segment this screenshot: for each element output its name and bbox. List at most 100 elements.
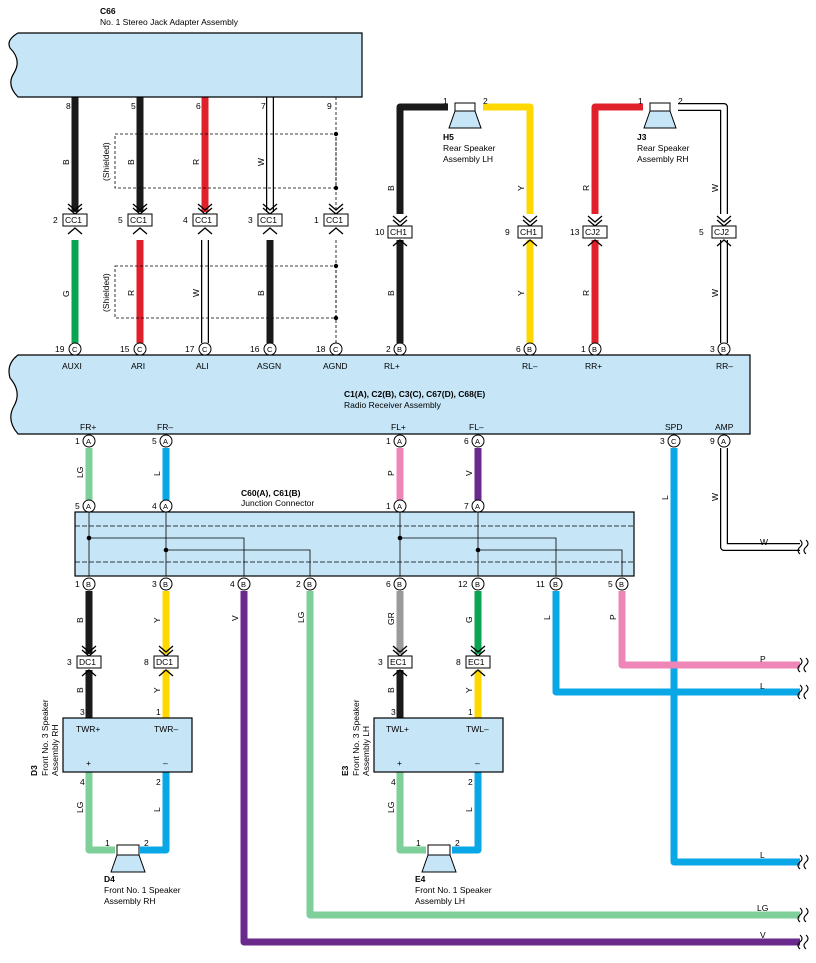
terminal-letter: B <box>86 580 91 589</box>
wire-label-w: W <box>710 493 720 501</box>
connector-label: EC1 <box>390 657 407 667</box>
h5-name1: Rear Speaker <box>443 143 496 153</box>
terminal-pin: 1 <box>75 579 80 589</box>
e3-pin-left: TWL+ <box>386 724 409 734</box>
radio-name: Radio Receiver Assembly <box>344 400 442 410</box>
connector-label: CH1 <box>390 227 407 237</box>
radio-terminal-label: RL– <box>522 361 538 371</box>
d3-minus: – <box>163 758 168 768</box>
junction-pin-top: A4 <box>152 499 173 513</box>
wire-label-p: P <box>608 614 618 620</box>
chevron-icon <box>522 219 538 227</box>
wire-label-w: W <box>191 289 201 297</box>
terminal-letter: B <box>553 580 558 589</box>
c66-code: C66 <box>100 6 116 16</box>
wire-v-out <box>240 591 800 946</box>
terminal-pin: 7 <box>464 501 469 511</box>
d3-pin-right: TWR– <box>154 724 178 734</box>
wire-label-v: V <box>464 470 474 476</box>
junction-pin-bottom: B1 <box>75 577 96 591</box>
chevron-icon <box>716 219 732 227</box>
wire-label-b: B <box>256 290 266 296</box>
e3-plus: + <box>397 758 402 768</box>
connector-pin: 3 <box>378 657 383 667</box>
terminal-letter: A <box>475 437 480 446</box>
c66-pin: 7 <box>261 101 266 111</box>
terminal-letter: B <box>241 580 246 589</box>
wire-ends <box>797 539 809 950</box>
radio-code: C1(A), C2(B), C3(C), C67(D), C68(E) <box>344 389 485 399</box>
e3-code: E3 <box>340 765 350 776</box>
j3-pin-1: 1 <box>638 96 643 106</box>
radio-terminal-label: AGND <box>323 361 348 371</box>
connector-pin: 4 <box>183 215 188 225</box>
e4-code: E4 <box>415 874 426 884</box>
j3-name2: Assembly RH <box>637 154 688 164</box>
junction-pin-top: A5 <box>75 499 96 513</box>
connector-pin: 9 <box>505 227 510 237</box>
connector-pin: 5 <box>699 227 704 237</box>
chevron-icon <box>587 219 603 227</box>
junction-pin-bottom: B3 <box>152 577 173 591</box>
wire-lg-out <box>306 591 800 919</box>
wire-label-p: P <box>386 470 396 476</box>
terminal-pin: 5 <box>608 579 613 589</box>
radio-terminal-label: RR+ <box>585 361 602 371</box>
terminal-pin: 12 <box>458 579 468 589</box>
chevron-icon <box>67 203 83 211</box>
wire-label-r: R <box>581 290 591 296</box>
d3-code: D3 <box>29 765 39 776</box>
wire-label-l: L <box>760 850 765 860</box>
wire-label-l: L <box>660 495 670 500</box>
connector-label: DC1 <box>79 657 96 667</box>
d3-pin-2: 2 <box>156 777 161 787</box>
terminal-letter: B <box>307 580 312 589</box>
wire-label-gr: GR <box>386 612 396 625</box>
junction-pin-bottom: B6 <box>386 577 407 591</box>
terminal-letter: A <box>163 502 168 511</box>
wire-e3-e4-plus <box>396 772 426 854</box>
wire-break-icon <box>797 657 803 673</box>
radio-terminal-label: ASGN <box>257 361 281 371</box>
chevron-icon <box>716 239 732 247</box>
wire-label-g: G <box>464 616 474 623</box>
terminal-letter: B <box>397 345 402 354</box>
h5-pin-1: 1 <box>443 96 448 106</box>
terminal-pin: 15 <box>120 344 130 354</box>
chevron-icon <box>522 215 538 223</box>
wire-label-r: R <box>191 159 201 165</box>
wire-label-lg: LG <box>386 802 396 813</box>
wire-l-out <box>552 591 800 696</box>
c66-pin: 9 <box>327 101 332 111</box>
d3-pin-3: 3 <box>80 707 85 717</box>
chevron-icon <box>392 219 408 227</box>
wire-label-b: B <box>75 617 85 623</box>
terminal-letter: C <box>202 345 208 354</box>
junction-pin-bottom: B12 <box>458 577 485 591</box>
wire-label-l: L <box>542 615 552 620</box>
chevron-icon <box>262 227 278 235</box>
wire-rr-plus <box>591 103 643 343</box>
wire-label-b: B <box>75 687 85 693</box>
chevron-icon <box>522 239 538 247</box>
terminal-pin: 3 <box>152 579 157 589</box>
wire-label-w: W <box>710 289 720 297</box>
terminal-pin: 1 <box>581 344 586 354</box>
radio-terminal-label: FR– <box>157 422 173 432</box>
shield-lower: (Shielded) <box>101 263 339 321</box>
wire-break-icon <box>803 539 809 555</box>
radio-terminal-label: ARI <box>131 361 145 371</box>
radio-terminal-label: AUXI <box>62 361 82 371</box>
j3-code: J3 <box>637 132 647 142</box>
c66-pins: 8 5 6 7 9 <box>66 101 332 111</box>
connector-label: CC1 <box>260 215 277 225</box>
connector-pin: 10 <box>375 227 385 237</box>
wire-labels-lower: B Y V LG GR G L P B Y B Y P L L LG V LG … <box>75 612 768 940</box>
connector-label: CC1 <box>130 215 147 225</box>
